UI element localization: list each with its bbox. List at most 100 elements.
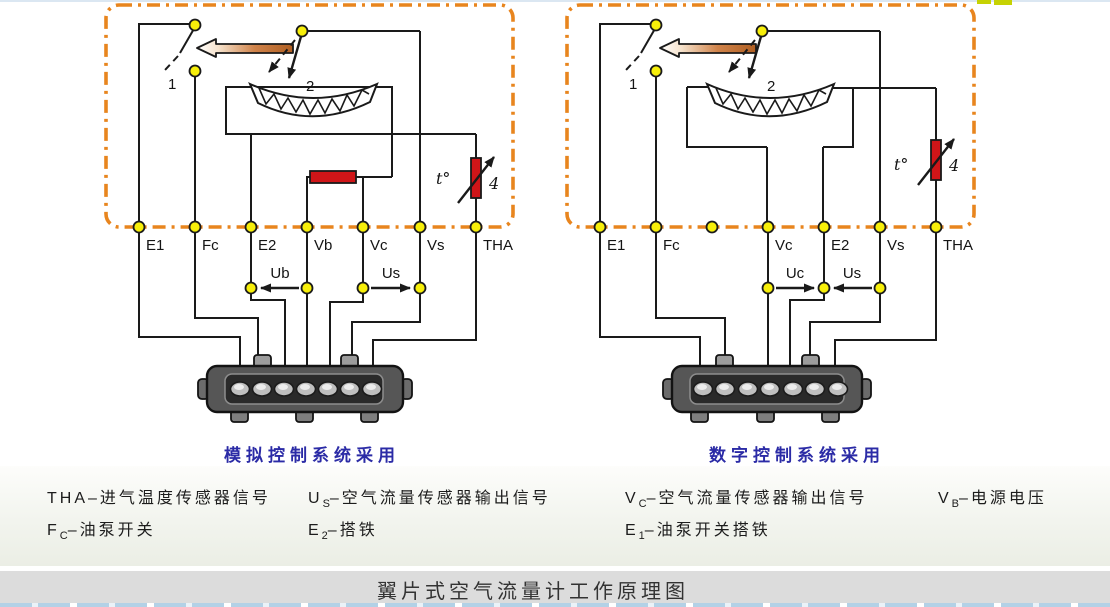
node-dot [873,281,887,295]
wiper-arm [747,32,764,79]
voltage-label: Uc [786,265,805,282]
wiper-arm-alt [728,39,756,73]
legend-item-E2: E2–搭铁 [308,516,378,542]
legend-subscript: S [322,498,330,511]
terminal-dot [188,220,202,234]
digital-caption: 数字控制系统采用 [709,446,885,465]
terminal-dot [593,220,607,234]
legend-symbol: V [625,490,639,507]
top-cropped-element [994,0,1012,5]
temperature-symbol: t° [436,169,450,188]
legend-desc: –进气温度传感器信号 [88,490,271,507]
track-label: 2 [306,78,314,95]
connector-pins [229,381,383,397]
external-wires [599,227,937,366]
terminal-label: Fc [202,237,219,254]
analog-diagram: 1 2 t° 4 Ub Us E1 Fc E2 Vb Vc [104,3,515,423]
terminal-dot [132,220,146,234]
terminal-dot [244,220,258,234]
vane-force-arrow [196,38,294,58]
page-title: 翼片式空气流量计工作原理图 [377,581,689,603]
node-dot [244,281,258,295]
connector-pins [692,381,849,397]
terminal-dot [649,220,663,234]
legend-symbol: V [938,490,952,507]
circuit-diagrams: 1 2 t° 4 Ub Us E1 Fc E2 Vb Vc [104,3,976,423]
digital-diagram: 1 2 t° 4 Uc Us E1 Fc Vc E2 Vs THA [565,3,976,423]
circuit-wires [599,23,937,227]
terminal-dot [761,220,775,234]
thermistor-label: 4 [488,174,499,193]
legend-desc: –油泵开关搭铁 [644,522,771,539]
terminal-dot [356,220,370,234]
legend-symbol: U [308,490,323,507]
legend-desc: –搭铁 [327,522,378,539]
legend-subscript: C [59,530,68,543]
switch-label: 1 [629,76,637,93]
terminal-label: E1 [607,237,625,254]
legend-item-THA: THA–进气温度传感器信号 [47,484,271,510]
series-resistor [309,170,357,184]
resistive-winding [715,87,827,116]
connector [662,354,872,423]
legend-symbol: E [308,522,322,539]
legend-subscript: 1 [638,530,645,543]
wiper-terminal-dot [755,24,769,38]
terminal-dot-unused [705,220,719,234]
node-dot [300,281,314,295]
terminal-label: E1 [146,237,164,254]
switch-lever [640,26,657,54]
terminal-label: Vb [314,237,332,254]
terminal-label: Vc [775,237,793,254]
switch-contact-dot [188,64,202,78]
legend-symbol: E [625,522,639,539]
title-band: 翼片式空气流量计工作原理图 [0,571,1110,603]
external-wires [138,227,477,366]
thermistor [930,139,942,181]
legend-subscript: C [638,498,647,511]
legend-symbol: F [47,522,60,539]
terminal-label: E2 [831,237,849,254]
legend-subscript: B [951,498,960,511]
legend-item-Vc: VC–空气流量传感器输出信号 [625,484,868,510]
legend-desc: –电源电压 [959,490,1047,507]
switch-lever [179,26,196,54]
legend-desc: –空气流量传感器输出信号 [646,490,868,507]
terminal-label: E2 [258,237,276,254]
switch-lever-alt [625,55,640,71]
resistive-winding [258,87,370,116]
legend-item-Fc: FC–油泵开关 [47,516,156,542]
terminal-dot [300,220,314,234]
terminal-dot [413,220,427,234]
legend-item-Us: US–空气流量传感器输出信号 [308,484,551,510]
circuit-wires [138,23,477,227]
top-edge-line [0,0,1110,2]
legend-item-E1: E1–油泵开关搭铁 [625,516,771,542]
thermistor-arrow [457,156,495,204]
legend-subscript: 2 [321,530,328,543]
terminal-dot [929,220,943,234]
bottom-decorative-strip [0,603,1110,607]
thermistor [470,157,482,199]
terminal-label: Vc [370,237,388,254]
voltage-label: Us [382,265,400,282]
terminal-dot [469,220,483,234]
analog-caption: 模拟控制系统采用 [224,446,400,465]
legend-desc: –空气流量传感器输出信号 [329,490,551,507]
terminal-label: THA [943,237,973,254]
switch-label: 1 [168,76,176,93]
terminal-label: THA [483,237,513,254]
thermistor-arrow [917,138,955,186]
legend-desc: –油泵开关 [67,522,156,539]
voltage-label: Ub [270,265,289,282]
connector [197,354,413,423]
legend-symbol: THA [47,490,88,507]
terminal-label: Fc [663,237,680,254]
wiper-arm [287,32,304,79]
vane-force-arrow [659,38,757,58]
node-dot [413,281,427,295]
node-dot [356,281,370,295]
track-label: 2 [767,78,775,95]
wiper-arm-alt [268,39,296,73]
